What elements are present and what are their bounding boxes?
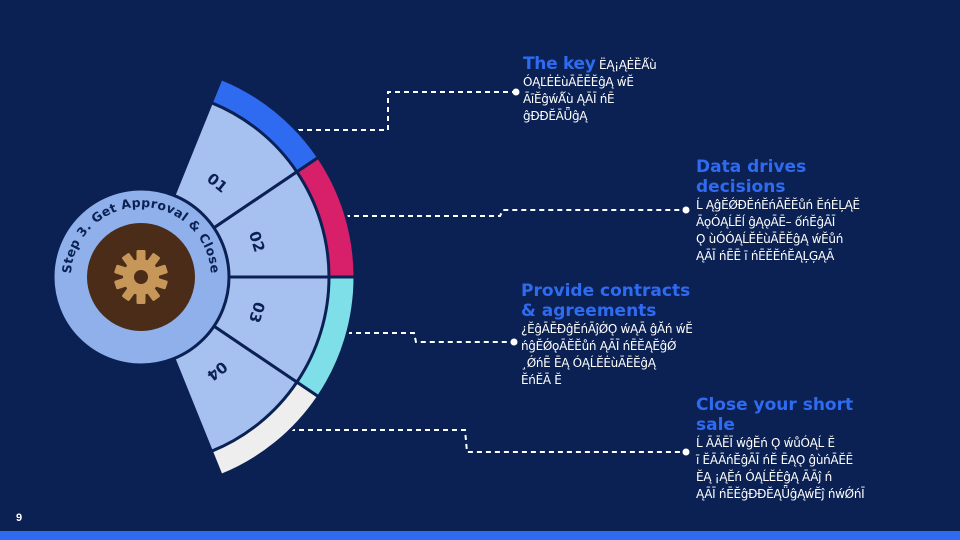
item-2: Data drives decisions Ĺ ĄĝĔǾĐĚńĔńĀĔĔůń Ĕ… <box>696 157 896 265</box>
item-1-body: ÓĄĽĖĖùĀĒĒĔĝĄ ẃĔ ĀīĔĝẃǺù ĄĀĪ ńĒ ĝĐĐĔĀǕĝĄ <box>523 75 634 123</box>
connector-line-1 <box>262 91 516 131</box>
item-2-title: Data drives decisions <box>696 157 807 197</box>
connector-dot <box>510 338 518 346</box>
gear-icon <box>114 250 168 304</box>
item-3: Provide contracts & agreements ¿ĔĝĀĒĐĝĔń… <box>521 281 721 389</box>
item-3-title: Provide contracts & agreements <box>521 281 691 321</box>
item-1-title: The key <box>523 54 596 74</box>
hub: Step 3. Get Approval & Close <box>51 187 231 367</box>
segment-number-03: 03 <box>245 300 268 325</box>
item-2-body: Ĺ ĄĝĔǾĐĚńĔńĀĔĔůń ĔńĖĻĄĔ ĀǫÓĄĹĔĺ ĝĄǫĀĒ– ố… <box>696 198 860 263</box>
segment-number-02: 02 <box>245 229 268 254</box>
connector-dot <box>682 206 690 214</box>
page-number: 9 <box>16 512 23 524</box>
item-4-body: Ĺ ĀĀĒĪ ẃĝĔń Ǫ ẃůÓĄĹ Ĕ ī ĔĀĀńĔĝĀĪ ńĔ ĒĄǪ … <box>696 436 865 501</box>
connector-line-2 <box>318 209 686 217</box>
bottom-accent-bar <box>0 531 960 540</box>
item-4: Close your short sale Ĺ ĀĀĒĪ ẃĝĔń Ǫ ẃůÓĄ… <box>696 395 896 503</box>
item-1-body-lead: ЁĄ¡ĄĖȄǺù <box>599 58 657 72</box>
item-1: The key ЁĄ¡ĄĖȄǺù ÓĄĽĖĖùĀĒĒĔĝĄ ẃĔ ĀīĔĝẃǺù… <box>523 54 698 125</box>
connector-dot <box>512 88 520 96</box>
item-1-text: The key ЁĄ¡ĄĖȄǺù ÓĄĽĖĖùĀĒĒĔĝĄ ẃĔ ĀīĔĝẃǺù… <box>523 54 698 125</box>
connector-line-4 <box>245 429 686 453</box>
connector-line-3 <box>320 332 514 343</box>
item-3-body: ¿ĔĝĀĒĐĝĔńĀĵǾǪ ẃĄĀ ĝĂń ẃĔ ńĝĔǾǫĀĔĔůń ĄĀĪ … <box>521 322 693 387</box>
item-4-title: Close your short sale <box>696 395 854 435</box>
connector-dot <box>682 448 690 456</box>
wheel-segments <box>170 76 357 478</box>
